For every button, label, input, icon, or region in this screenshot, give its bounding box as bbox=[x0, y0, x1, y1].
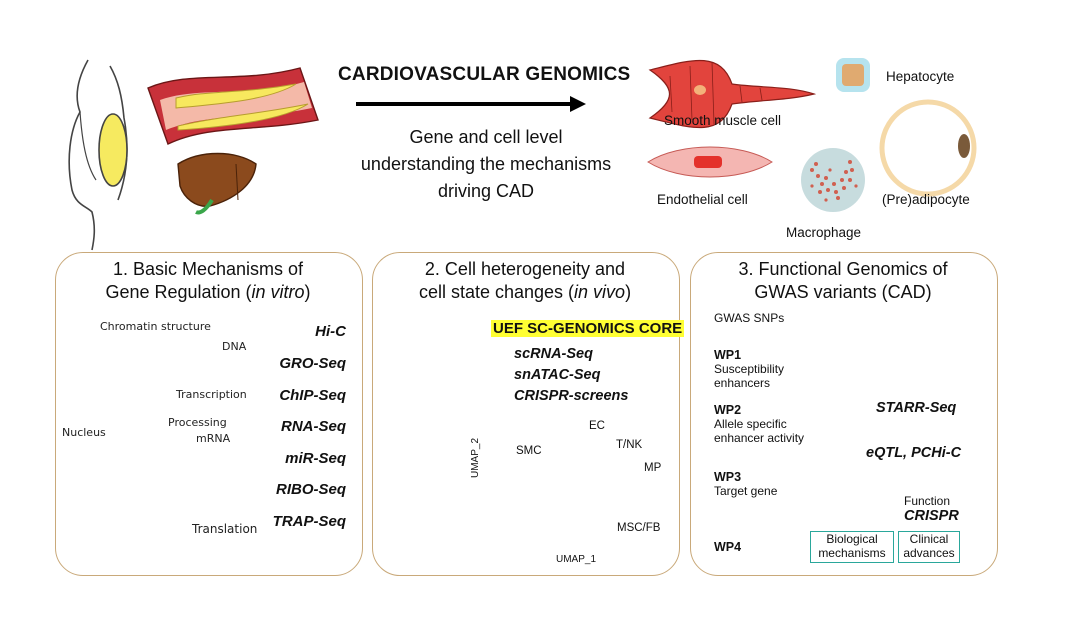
panel1-title-line2: Gene Regulation (in vitro) bbox=[60, 281, 356, 304]
assay-scrna-seq: scRNA-Seq bbox=[514, 346, 593, 362]
smooth-muscle-cell-label: Smooth muscle cell bbox=[664, 113, 782, 128]
method-trap-seq: TRAP-Seq bbox=[272, 513, 346, 530]
wp1-block: WP1 Susceptibility enhancers bbox=[714, 348, 784, 390]
box1-line1: Biological bbox=[826, 532, 878, 546]
umap-cluster-tnk: T/NK bbox=[616, 439, 643, 451]
panel1-title-prefix: Gene Regulation ( bbox=[105, 282, 252, 302]
core-facility-highlight: UEF SC-GENOMICS CORE bbox=[491, 320, 685, 337]
wp3-label: WP3 bbox=[714, 470, 742, 484]
artery-plaque-illustration bbox=[147, 67, 319, 145]
processing-label: Processing bbox=[168, 416, 227, 429]
preadipocyte-label: (Pre)adipocyte bbox=[882, 192, 970, 207]
box2-line2: advances bbox=[903, 546, 955, 560]
starr-seq-method: STARR-Seq bbox=[876, 400, 957, 416]
dna-label: DNA bbox=[222, 340, 247, 353]
panel2-title-prefix: cell state changes ( bbox=[418, 282, 575, 302]
panel1-title-italic: in vitro bbox=[251, 282, 305, 302]
assay-snatac-seq: snATAC-Seq bbox=[514, 367, 601, 383]
macrophage-illustration bbox=[801, 148, 865, 212]
wp3-desc: Target gene bbox=[714, 484, 778, 498]
panel2-title-line1: 2. Cell heterogeneity and bbox=[424, 259, 626, 279]
chromatin-label: Chromatin structure bbox=[100, 320, 211, 333]
panel1-title-line1: 1. Basic Mechanisms of bbox=[112, 259, 304, 279]
translation-label: Translation bbox=[192, 522, 258, 536]
panel-basic-mechanisms bbox=[55, 252, 363, 576]
wp1-desc-line1: Susceptibility bbox=[714, 362, 785, 376]
main-arrow bbox=[356, 96, 586, 112]
panel2-assays: scRNA-Seq snATAC-Seq CRISPR-screens bbox=[514, 344, 628, 407]
wp2-label: WP2 bbox=[714, 403, 742, 417]
10x-logo: 10 GENOMICS bbox=[396, 341, 474, 368]
endothelial-cell-label: Endothelial cell bbox=[657, 192, 748, 207]
method-hi-c: Hi-C bbox=[315, 323, 346, 340]
preadipocyte-illustration bbox=[879, 99, 977, 197]
wp2-block: WP2 Allele specific enhancer activity bbox=[714, 403, 804, 445]
method-gro-seq: GRO-Seq bbox=[279, 355, 346, 372]
method-ribo-seq: RIBO-Seq bbox=[275, 481, 346, 498]
panel1-title: 1. Basic Mechanisms of Gene Regulation (… bbox=[60, 258, 356, 304]
panel2-title-suffix: ) bbox=[625, 282, 632, 302]
function-label: Function bbox=[904, 494, 951, 508]
10x-logo-number: 10 bbox=[425, 341, 445, 360]
wp2-desc-line1: Allele specific bbox=[714, 417, 787, 431]
nucleus-label: Nucleus bbox=[62, 426, 106, 439]
panel2-title-italic: in vivo bbox=[574, 282, 626, 302]
macrophage-label: Macrophage bbox=[786, 225, 862, 240]
liver-illustration bbox=[177, 152, 257, 215]
box1-line2: mechanisms bbox=[818, 546, 886, 560]
panel2-title-line2: cell state changes (in vivo) bbox=[377, 281, 673, 304]
hepatocyte-label: Hepatocyte bbox=[886, 69, 955, 84]
page-subtitle: Gene and cell level understanding the me… bbox=[360, 127, 612, 201]
transcription-label: Transcription bbox=[176, 388, 247, 401]
smooth-muscle-cell-illustration bbox=[648, 59, 817, 129]
mrna-label: mRNA bbox=[196, 432, 231, 445]
panel1-methods-list: Hi-C GRO-Seq ChIP-Seq RNA-Seq miR-Seq RI… bbox=[272, 323, 346, 543]
crispr-method: CRISPR bbox=[904, 508, 959, 524]
panel3-title: 3. Functional Genomics of GWAS variants … bbox=[695, 258, 991, 304]
eqtl-pchic-method: eQTL, PCHi-C bbox=[866, 445, 962, 461]
wp4-label: WP4 bbox=[714, 540, 742, 554]
assay-crispr-screens: CRISPR-screens bbox=[514, 388, 629, 404]
umap-cluster-mscfb: MSC/FB bbox=[617, 522, 661, 534]
umap-cluster-mp: MP bbox=[644, 462, 662, 474]
panel-functional-genomics bbox=[690, 252, 998, 576]
wp1-label: WP1 bbox=[714, 348, 742, 362]
wp1-desc-line2: enhancers bbox=[714, 376, 771, 390]
wp2-desc-line2: enhancer activity bbox=[714, 431, 805, 445]
umap-xlabel: UMAP_1 bbox=[556, 554, 597, 565]
umap-cluster-smc: SMC bbox=[516, 445, 542, 457]
box2-line1: Clinical bbox=[909, 532, 949, 546]
hepatocyte-illustration bbox=[836, 58, 870, 92]
method-chip-seq: ChIP-Seq bbox=[279, 387, 346, 404]
umap-ylabel: UMAP_2 bbox=[470, 437, 481, 478]
gwas-snps-label: GWAS SNPs bbox=[714, 311, 785, 325]
panel1-title-suffix: ) bbox=[304, 282, 311, 302]
panel3-title-line2: GWAS variants (CAD) bbox=[754, 282, 932, 302]
human-body-illustration bbox=[68, 59, 128, 251]
umap-cluster-ec: EC bbox=[589, 420, 605, 432]
page-title: CARDIOVASCULAR GENOMICS bbox=[338, 64, 631, 85]
10x-logo-text: GENOMICS bbox=[413, 360, 457, 367]
panel2-title: 2. Cell heterogeneity and cell state cha… bbox=[377, 258, 673, 304]
wp3-block: WP3 Target gene bbox=[714, 470, 777, 498]
biological-mechanisms-box: Biological mechanisms bbox=[810, 531, 894, 563]
clinical-advances-box: Clinical advances bbox=[898, 531, 960, 563]
panel3-title-line1: 3. Functional Genomics of bbox=[738, 259, 948, 279]
panel-cell-heterogeneity bbox=[372, 252, 680, 576]
method-mir-seq: miR-Seq bbox=[285, 450, 346, 467]
endothelial-cell-illustration bbox=[647, 146, 773, 178]
method-rna-seq: RNA-Seq bbox=[280, 418, 346, 435]
